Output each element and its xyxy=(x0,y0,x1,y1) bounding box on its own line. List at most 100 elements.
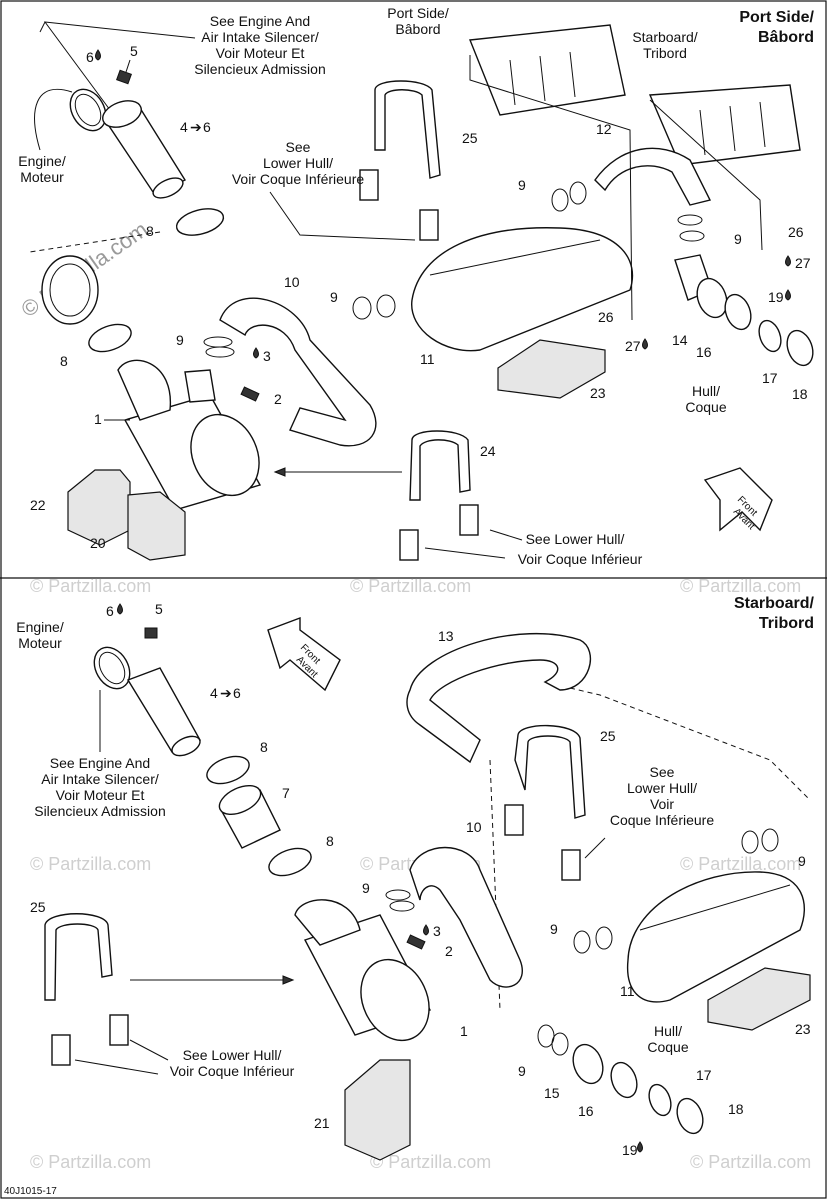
watermark: © Partzilla.com xyxy=(680,854,801,874)
callout-16: 16 xyxy=(578,1103,594,1119)
strap-part-24 xyxy=(409,430,471,501)
nut-part-18 xyxy=(786,329,814,367)
clamp-inner xyxy=(98,651,126,685)
callout-25: 25 xyxy=(30,899,46,915)
sensor-part-2 xyxy=(240,386,260,402)
support-block-part-21 xyxy=(344,1059,411,1161)
note-lower-hull: Voir xyxy=(650,796,674,812)
callout-6: 6 xyxy=(86,49,94,65)
clamp-part-9 xyxy=(376,294,396,318)
arrow-text: ➔ xyxy=(220,685,232,701)
clamp-part-9 xyxy=(595,926,613,950)
tube-part-13 xyxy=(406,632,591,764)
callout-11: 11 xyxy=(420,351,435,367)
bottom-panel-title-line2: Tribord xyxy=(759,615,814,632)
callout-27: 27 xyxy=(625,338,641,354)
callout-20: 20 xyxy=(90,535,106,551)
coupler-inner xyxy=(49,263,91,317)
note-engine: Moteur xyxy=(20,169,64,185)
adhesive-drop-icon xyxy=(637,1141,643,1153)
note-engine-air-intake: Voir Moteur Et xyxy=(56,787,145,803)
resonator-seam xyxy=(639,884,791,931)
muffler-outlet xyxy=(184,369,216,403)
callout-17: 17 xyxy=(696,1067,712,1083)
bracket xyxy=(419,209,439,241)
adhesive-drop-icon xyxy=(95,49,101,61)
callout-26: 26 xyxy=(788,224,804,240)
callout-27: 27 xyxy=(795,255,811,271)
note-engine-air-intake: Air Intake Silencer/ xyxy=(41,771,159,787)
clamp-part-9 xyxy=(761,828,779,852)
clamp-part-8 xyxy=(206,755,250,785)
tube-part-12 xyxy=(594,147,712,206)
note-engine: Engine/ xyxy=(16,619,64,635)
screw-part-5 xyxy=(116,69,132,85)
watermark: © Partzilla.com xyxy=(350,576,471,596)
hull-fitting-part-15 xyxy=(572,1043,604,1085)
note-lower-hull: Voir Coque Inférieur xyxy=(518,551,643,567)
callout-11: 11 xyxy=(620,983,635,999)
callout-9: 9 xyxy=(518,1063,526,1079)
callout-9: 9 xyxy=(550,921,558,937)
callout-23: 23 xyxy=(590,385,606,401)
callout-15: 15 xyxy=(544,1085,560,1101)
callout-6: 6 xyxy=(106,603,114,619)
strap-part-25 xyxy=(374,80,441,179)
resonator-seam xyxy=(429,239,601,276)
leader-line xyxy=(34,88,73,151)
callout-18: 18 xyxy=(792,386,808,402)
waterbox-ribs xyxy=(509,51,766,156)
waterbox-starboard xyxy=(648,84,801,166)
callout-18: 18 xyxy=(728,1101,744,1117)
clamp-part-9 xyxy=(551,1032,569,1056)
bracket xyxy=(51,1034,71,1066)
muffler-inlet xyxy=(117,359,171,421)
clamp-part-9 xyxy=(569,181,587,205)
watermark: © Partzilla.com xyxy=(690,1152,811,1172)
resonator-part-11 xyxy=(411,227,634,352)
leader-line xyxy=(125,59,131,73)
adhesive-drop-icon xyxy=(117,603,123,615)
dashed-line xyxy=(569,687,811,801)
note-lower-hull: See xyxy=(650,764,675,780)
clamp-part-9 xyxy=(679,230,705,242)
clamp-inner xyxy=(74,93,102,127)
note-engine-air-intake: Voir Moteur Et xyxy=(216,45,305,61)
gasket-part-16 xyxy=(610,1061,638,1099)
callout-1: 1 xyxy=(460,1023,468,1039)
note-lower-hull: Coque Inférieure xyxy=(610,812,715,828)
note-engine-air-intake: Air Intake Silencer/ xyxy=(201,29,319,45)
clamp-part-9 xyxy=(741,830,759,854)
callout-10: 10 xyxy=(284,274,300,290)
callout-8: 8 xyxy=(60,353,68,369)
coupler-sleeve xyxy=(41,255,99,325)
bottom-panel-title-line1: Starboard/ xyxy=(734,595,815,612)
pad-part-23 xyxy=(497,339,606,399)
clamp-part-8 xyxy=(268,847,312,877)
callout-8: 8 xyxy=(146,223,154,239)
callout-3: 3 xyxy=(433,923,441,939)
callout-5: 5 xyxy=(130,43,138,59)
nut-part-18 xyxy=(676,1097,704,1135)
note-hull: Coque xyxy=(685,399,726,415)
adhesive-drop-icon xyxy=(785,289,791,301)
callout-7: 7 xyxy=(282,785,290,801)
coupler-end xyxy=(218,784,262,816)
note-engine-air-intake: Silencieux Admission xyxy=(34,803,166,819)
resonator-part-11 xyxy=(626,871,806,1003)
exhaust-hose-part-10 xyxy=(409,846,523,988)
callout-23: 23 xyxy=(795,1021,811,1037)
note-lower-hull: Lower Hull/ xyxy=(263,155,333,171)
support-block-part-20 xyxy=(127,491,186,561)
bracket xyxy=(109,1014,129,1046)
clamp-part-9 xyxy=(205,346,235,358)
bracket xyxy=(561,849,581,881)
callout-4-to: 6 xyxy=(203,119,211,135)
callout-21: 21 xyxy=(314,1115,330,1131)
water-line xyxy=(469,55,633,321)
callout-16: 16 xyxy=(696,344,712,360)
note-port-side: Bâbord xyxy=(395,21,440,37)
bracket xyxy=(359,169,379,201)
bracket xyxy=(504,804,524,836)
